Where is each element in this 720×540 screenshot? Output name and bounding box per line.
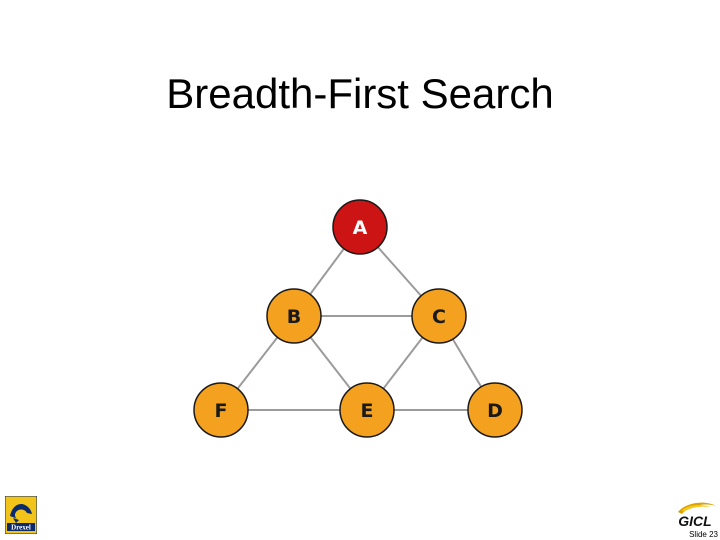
node-label-a: A	[353, 217, 368, 239]
gicl-logo: GICL	[678, 502, 716, 529]
slide-title: Breadth-First Search	[166, 70, 554, 117]
node-e: E	[339, 382, 395, 438]
node-d: D	[467, 382, 523, 438]
node-label-b: B	[287, 306, 301, 328]
node-f: F	[193, 382, 249, 438]
graph-nodes: A B C F E D	[193, 199, 523, 438]
node-c: C	[411, 288, 467, 344]
node-a: A	[332, 199, 388, 255]
node-circle-b	[266, 288, 322, 344]
node-circle-a	[332, 199, 388, 255]
node-circle-c	[411, 288, 467, 344]
node-label-c: C	[432, 306, 446, 328]
node-circle-e	[339, 382, 395, 438]
slide-number: Slide 23	[689, 530, 718, 539]
node-label-d: D	[487, 400, 503, 422]
node-circle-f	[193, 382, 249, 438]
node-b: B	[266, 288, 322, 344]
drexel-university-logo: Drexel	[5, 496, 37, 534]
node-label-e: E	[361, 400, 374, 422]
node-label-f: F	[215, 400, 228, 422]
drexel-logo-text: Drexel	[11, 524, 31, 532]
node-circle-d	[467, 382, 523, 438]
gicl-logo-text: GICL	[678, 513, 711, 529]
